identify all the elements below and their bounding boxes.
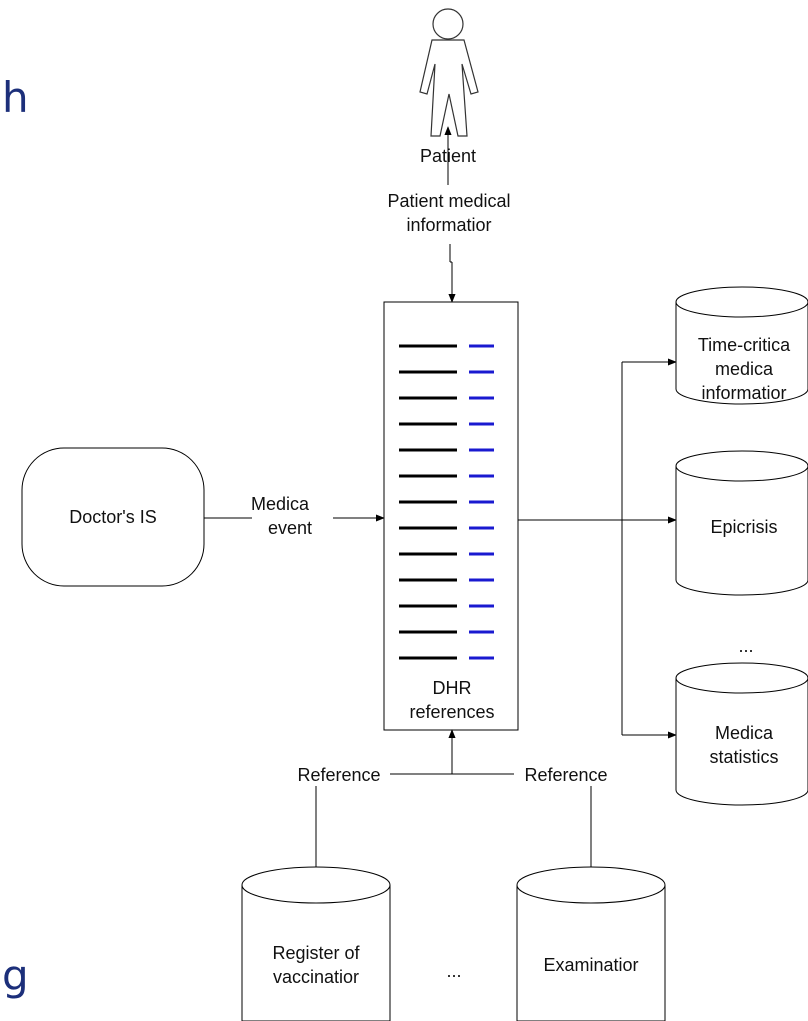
dhr-label-1: DHR	[433, 678, 472, 698]
vaccination-label-2: vaccinatior	[273, 967, 359, 987]
doctor-is-box	[21, 447, 205, 587]
person-icon	[419, 8, 479, 137]
dhr-line-list	[399, 344, 494, 660]
time-critical-db	[675, 286, 808, 405]
statistics-label-1: Medica	[715, 723, 774, 743]
time-critical-label-1: Time-critica	[698, 335, 791, 355]
reference-left-label: Reference	[297, 765, 380, 785]
examination-label: Examinatior	[543, 955, 638, 975]
epicrisis-label: Epicrisis	[710, 517, 777, 537]
examination-db	[516, 866, 666, 1021]
patient-info-label-2: informatior	[406, 215, 491, 235]
time-critical-label-2: medica	[715, 359, 774, 379]
reference-connectors	[315, 729, 592, 882]
patient-connector	[444, 126, 456, 303]
statistics-label-2: statistics	[709, 747, 778, 767]
vaccination-label-1: Register of	[272, 943, 360, 963]
dhr-label-2: references	[409, 702, 494, 722]
right-db-ellipsis: ...	[738, 636, 753, 656]
vaccination-register-db	[241, 866, 391, 1021]
doctor-is-label: Doctor's IS	[69, 507, 156, 527]
dhr-box	[383, 301, 519, 731]
epicrisis-db	[675, 450, 808, 596]
side-text-top: h	[2, 73, 29, 122]
statistics-db	[675, 662, 808, 806]
reference-right-label: Reference	[524, 765, 607, 785]
medical-event-label-1: Medica	[251, 494, 310, 514]
time-critical-label-3: informatior	[701, 383, 786, 403]
patient-info-label-1: Patient medical	[387, 191, 510, 211]
output-connectors	[518, 358, 677, 739]
side-text-bottom: g	[2, 951, 29, 1000]
bottom-db-ellipsis: ...	[446, 961, 461, 981]
medical-event-label-2: event	[268, 518, 312, 538]
